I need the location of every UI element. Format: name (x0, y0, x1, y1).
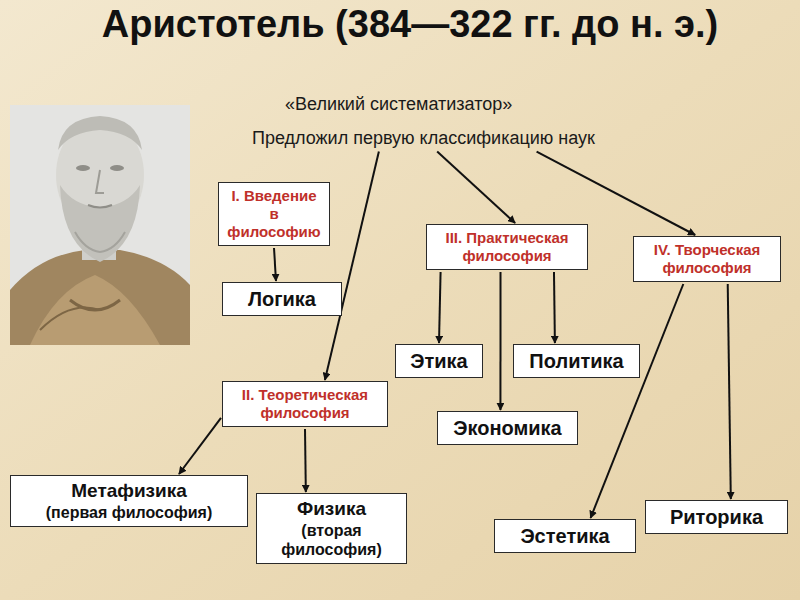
arrow-connector (537, 152, 696, 235)
box-text: Риторика (652, 505, 781, 529)
arrow-connector (325, 152, 379, 380)
arrow-connector (274, 248, 276, 281)
category-box: I. Введение в философию (218, 182, 330, 246)
box-text: Этика (402, 349, 476, 373)
box-subtext: (вторая философия) (263, 521, 400, 559)
science-box: Этика (395, 344, 483, 378)
arrow-connector (437, 152, 515, 223)
science-box: Эстетика (494, 519, 636, 553)
diagram-title: Аристотель (384—322 гг. до н. э.) (70, 2, 750, 46)
arrow-connector (304, 429, 307, 492)
science-box: Риторика (645, 500, 788, 534)
box-text: I. Введение в философию (225, 187, 323, 241)
box-text: IV. Творческая философия (640, 241, 774, 277)
science-box: Физика(вторая философия) (256, 493, 407, 564)
heading-text: Предложил первую классификацию наук (252, 128, 595, 150)
arrow-connector (728, 284, 731, 499)
box-text: Экономика (444, 416, 571, 440)
arrow-connector (499, 272, 501, 410)
category-box: III. Практическая философия (426, 224, 588, 270)
science-box: Логика (222, 282, 342, 316)
box-text: Логика (229, 287, 335, 311)
science-box: Политика (513, 344, 640, 378)
box-text: III. Практическая философия (433, 229, 581, 265)
arrow-connector (179, 418, 221, 474)
box-text: II. Теоретическая философия (229, 386, 381, 422)
category-box: II. Теоретическая философия (222, 381, 388, 427)
category-box: IV. Творческая философия (633, 236, 781, 282)
arrow-connector (591, 284, 684, 518)
box-text: Политика (520, 349, 633, 373)
subtitle-label: «Великий систематизатор» (285, 94, 512, 115)
science-box: Метафизика(первая философия) (10, 475, 248, 527)
box-subtext: (первая философия) (17, 503, 241, 522)
arrow-connector (553, 272, 556, 343)
science-box: Экономика (437, 411, 578, 445)
box-text: Эстетика (501, 524, 629, 548)
box-text: Физика (263, 498, 400, 521)
aristotle-bust (10, 105, 190, 345)
box-text: Предложил первую классификацию наук (252, 128, 595, 150)
arrow-connector (439, 272, 441, 343)
box-text: Метафизика (17, 480, 241, 503)
